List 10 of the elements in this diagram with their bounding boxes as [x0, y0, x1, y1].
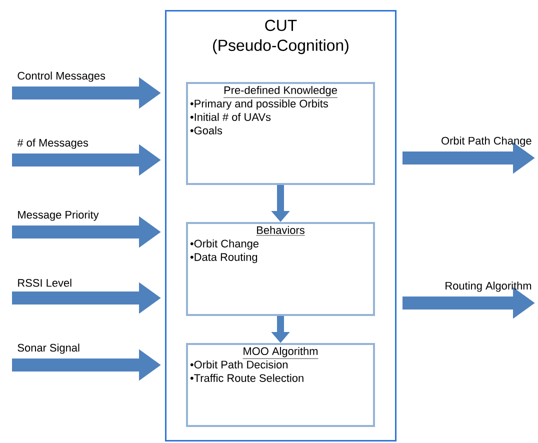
edge-label: Orbit Path Change	[442, 136, 532, 147]
content-box: Pre-defined Knowledge •Primary and possible Orbits •Initial # of UAVs •Goals	[186, 82, 375, 185]
edge-label: # of Messages	[17, 138, 88, 149]
edge-label: Routing Algorithm	[446, 282, 532, 292]
edge-label: Message Priority	[18, 210, 99, 221]
edge-label: RSSI Level	[18, 278, 72, 287]
edge-label: Sonar Signal	[18, 344, 80, 354]
content-box: MOO Algorithm •Orbit Path Decision •Traffic Route Selection	[186, 343, 375, 427]
content-box: Behaviors •Orbit Change •Data Routing	[186, 222, 375, 316]
edge-label: Control Messages	[18, 72, 106, 82]
